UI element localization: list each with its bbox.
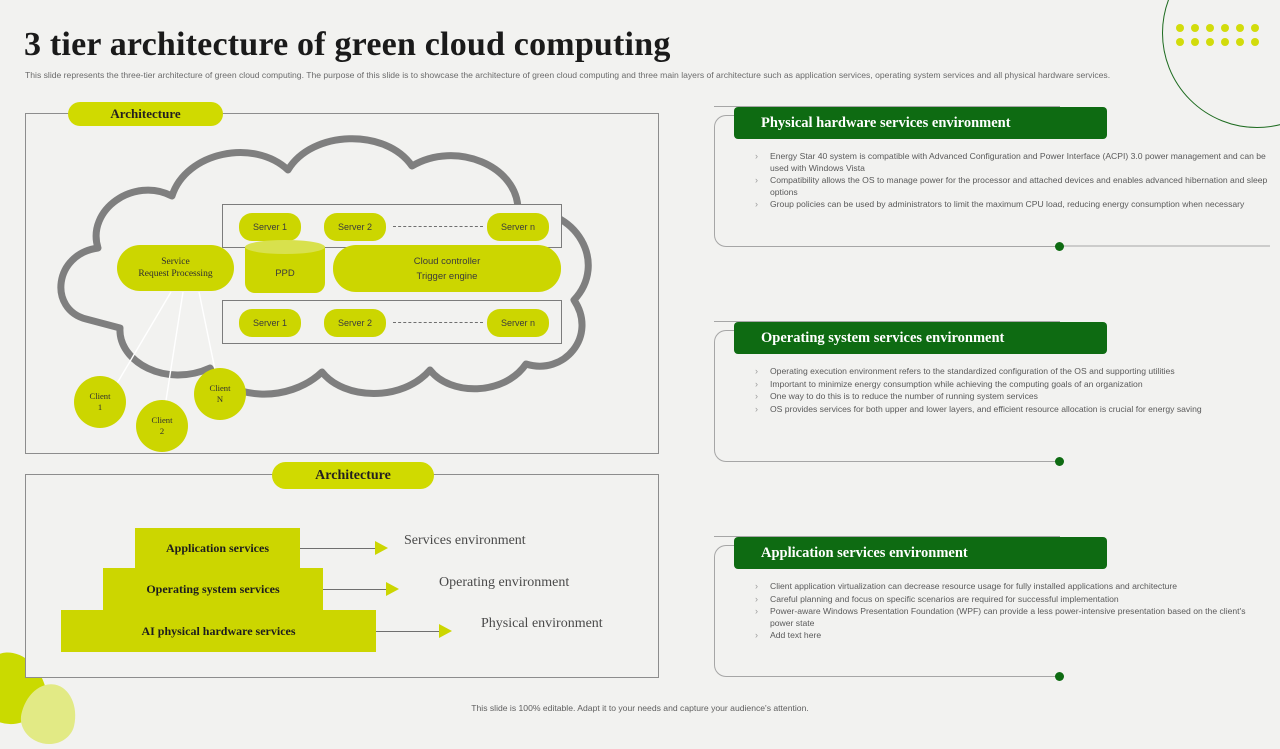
chevron-right-icon: › (755, 391, 758, 401)
block-title-application-services: Application services environment (734, 537, 1107, 569)
tier-connector-line (323, 589, 387, 590)
list-item: › Group policies can be used by administr… (755, 199, 1270, 211)
block-title-operating-system: Operating system services environment (734, 322, 1107, 354)
client-node: Client 2 (136, 400, 188, 452)
server-pill: Server 2 (324, 213, 386, 241)
dashed-connector (393, 322, 483, 323)
list-item: › One way to do this is to reduce the num… (755, 391, 1270, 403)
chevron-right-icon: › (755, 378, 758, 389)
chevron-right-icon: › (755, 175, 758, 185)
client-node: Client 1 (74, 376, 126, 428)
list-item-text: Careful planning and focus on specific s… (770, 593, 1119, 604)
list-item-text: Operating execution environment refers t… (770, 366, 1175, 376)
list-item-text: One way to do this is to reduce the numb… (770, 391, 1038, 401)
cloud-diagram: Server 1 Server 2 Server n Service Reque… (26, 114, 660, 455)
tier-connector-line (376, 631, 440, 632)
ppd-label: PPD (275, 267, 295, 279)
list-item-text: Important to minimize energy consumption… (770, 378, 1143, 389)
client-label: Client (209, 383, 231, 393)
service-request-line-2: Request Processing (138, 269, 213, 279)
footer-note: This slide is 100% editable. Adapt it to… (471, 703, 809, 713)
environment-label-operating: Operating environment (439, 575, 570, 590)
decorative-dot-grid (1176, 24, 1266, 52)
arrow-right-icon (375, 541, 388, 555)
server-pill: Server 1 (239, 213, 301, 241)
endpoint-dot (1055, 672, 1064, 681)
service-request-line-1: Service (161, 257, 190, 267)
chevron-right-icon: › (755, 630, 758, 640)
page-subtitle: This slide represents the three-tier arc… (25, 70, 1111, 80)
chevron-right-icon: › (755, 151, 758, 161)
page-title: 3 tier architecture of green cloud compu… (24, 26, 671, 63)
bullet-list-physical-hardware: › Energy Star 40 system is compatible wit… (755, 151, 1270, 212)
client-label: Client (151, 415, 173, 425)
list-item: › Careful planning and focus on specific … (755, 594, 1270, 606)
chevron-right-icon: › (755, 606, 758, 616)
service-request-processing-node: Service Request Processing (117, 245, 234, 291)
chevron-right-icon: › (755, 199, 758, 209)
client-index: 1 (97, 402, 103, 412)
server-pill: Server n (487, 309, 549, 337)
client-index: 2 (159, 426, 165, 436)
list-item: › OS provides services for both upper and… (755, 404, 1270, 416)
server-pill: Server n (487, 213, 549, 241)
cloud-controller-line-2: Trigger engine (416, 270, 478, 282)
block-title-physical-hardware: Physical hardware services environment (734, 107, 1107, 139)
list-item-text: Energy Star 40 system is compatible with… (770, 151, 1266, 173)
tier-operating-system-services: Operating system services (103, 568, 323, 610)
arrow-right-icon (439, 624, 452, 638)
endpoint-dot (1055, 457, 1064, 466)
list-item: › Add text here (755, 630, 1270, 642)
client-node: Client N (194, 368, 246, 420)
tier-physical-hardware-services: AI physical hardware services (61, 610, 376, 652)
list-item: › Power-aware Windows Presentation Founda… (755, 606, 1270, 629)
client-label: Client (89, 391, 111, 401)
tier-application-services: Application services (135, 528, 300, 568)
chevron-right-icon: › (755, 403, 758, 414)
dashed-connector (393, 226, 483, 227)
ppd-database-icon: PPD (245, 240, 325, 293)
tier-architecture-panel: Architecture Application services Operat… (25, 462, 659, 678)
list-item-text: OS provides services for both upper and … (770, 403, 1202, 414)
list-item-text: Compatibility allows the OS to manage po… (770, 175, 1268, 197)
server-pill: Server 1 (239, 309, 301, 337)
endpoint-dot (1055, 242, 1064, 251)
environment-label-services: Services environment (404, 533, 526, 548)
cloud-controller-line-1: Cloud controller (413, 255, 481, 267)
arrow-right-icon (386, 582, 399, 596)
list-item: › Important to minimize energy consumptio… (755, 379, 1270, 391)
client-index: N (216, 394, 224, 404)
chevron-right-icon: › (755, 581, 758, 591)
server-pill: Server 2 (324, 309, 386, 337)
panel-badge-architecture-top: Architecture (68, 102, 223, 126)
chevron-right-icon: › (755, 593, 758, 604)
panel-badge-architecture-bottom: Architecture (272, 462, 434, 489)
list-item-text: Group policies can be used by administra… (770, 199, 1245, 209)
server-row-bottom: Server 1 Server 2 Server n (222, 300, 562, 344)
list-item: › Energy Star 40 system is compatible wit… (755, 151, 1270, 174)
list-item-text: Add text here (770, 630, 822, 640)
environment-label-physical: Physical environment (481, 616, 603, 631)
list-item-text: Client application virtualization can de… (770, 581, 1177, 591)
decorative-arc (1162, 0, 1280, 128)
cloud-architecture-panel: Architecture Server 1 Server 2 Server n … (25, 102, 660, 455)
list-item: › Operating execution environment refers … (755, 366, 1270, 378)
list-item: › Client application virtualization can d… (755, 581, 1270, 593)
bullet-list-application-services: › Client application virtualization can d… (755, 581, 1270, 643)
tier-connector-line (300, 548, 376, 549)
chevron-right-icon: › (755, 366, 758, 376)
cloud-controller-node: Cloud controller Trigger engine (333, 245, 561, 292)
bullet-list-operating-system: › Operating execution environment refers … (755, 366, 1270, 416)
list-item-text: Power-aware Windows Presentation Foundat… (770, 606, 1246, 628)
list-item: › Compatibility allows the OS to manage p… (755, 175, 1270, 198)
